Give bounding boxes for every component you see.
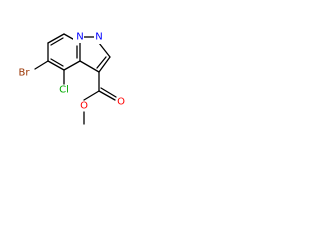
carbonyl-oxygen-label: O xyxy=(117,97,125,108)
n2-label-bg xyxy=(92,30,106,44)
bond-c2-c3-inner xyxy=(96,56,107,69)
bromine-atom-label: Br xyxy=(19,68,31,79)
molecule-drawing: N N Br Cl O O xyxy=(19,30,125,125)
bond-c5-c4-inner xyxy=(50,58,64,67)
n1-label-bg xyxy=(73,30,87,44)
n2-atom-label: N xyxy=(95,32,102,43)
bond-c2-c3 xyxy=(98,56,111,73)
bond-ccarb-ocarb-2 xyxy=(100,87,117,98)
bond-c6-c5 xyxy=(63,60,81,71)
bond-ccarb-oester xyxy=(83,90,100,101)
bond-group xyxy=(34,33,117,125)
n1-atom-label: N xyxy=(76,32,83,43)
ester-oxygen-label: O xyxy=(80,101,88,112)
bond-c3a-c7a xyxy=(47,33,65,44)
bond-c3a-c7a-inner xyxy=(50,37,64,46)
bond-c5-c4 xyxy=(47,60,65,71)
bond-c3-c3a xyxy=(79,60,100,73)
bond-n1-c2 xyxy=(98,42,111,58)
structure-canvas: N N Br Cl O O xyxy=(0,0,152,152)
chlorine-atom-label: Cl xyxy=(59,85,69,96)
bond-ccarb-ocarb xyxy=(98,90,116,101)
bond-c4-br xyxy=(34,60,49,70)
